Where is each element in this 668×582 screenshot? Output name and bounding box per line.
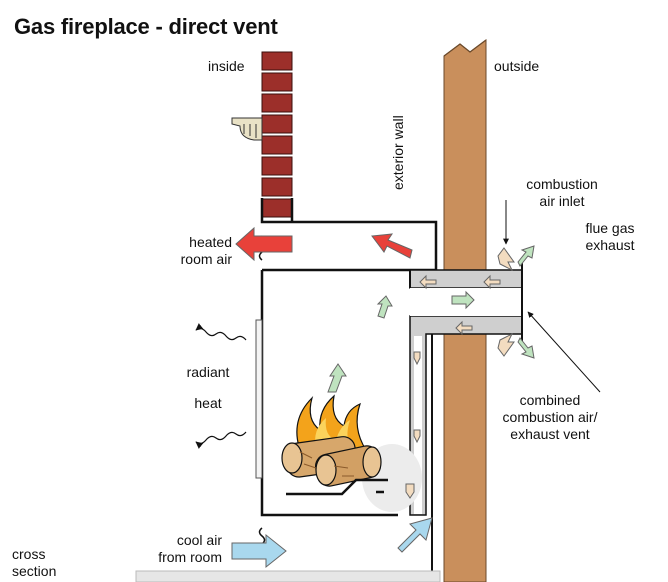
combustion-air-inlet-line2: air inlet [539,193,585,209]
combustion-air-inlet-line1: combustion [526,176,598,192]
radiant-heat-line2: heat [194,395,222,411]
flue-gas-exhaust-label: flue gas exhaust [570,220,650,254]
inside-label: inside [208,58,245,74]
cross-section-line2: section [12,563,57,579]
radiant-heat-line1: radiant [186,364,230,380]
brick [261,156,293,176]
flue-gas-exhaust-line1: flue gas [585,220,635,236]
rising-heat-arrow [371,233,413,259]
cool-air-label: cool air from room [148,532,222,566]
brick [261,135,293,155]
flue-gas-exhaust-line2: exhaust [585,237,635,253]
glass-door [255,319,263,479]
heated-room-air-line2: room air [180,251,232,267]
vent-leader-lines [503,200,601,393]
exhaust-out-bottom [517,337,535,359]
logs [281,436,382,487]
cross-section-label: cross section [12,546,56,580]
page-title: Gas fireplace - direct vent [14,14,278,39]
combined-vent-line3: exhaust vent [510,426,590,442]
heated-room-air-label: heated room air [170,234,232,268]
flow-arrows [231,226,535,569]
cool-air-up-arrow [397,517,433,553]
exhaust-arrow-1 [327,363,347,393]
outside-label: outside [494,58,540,74]
log-grate [286,478,388,496]
combined-vent-line1: combined [519,392,581,408]
exhaust-arrow-3 [451,290,475,310]
heated-room-air-line1: heated [189,234,232,250]
cross-section-line1: cross [12,546,46,562]
combined-vent-line2: combustion air/ [502,409,598,425]
brick-column [261,51,293,218]
brick [261,51,293,71]
radiant-heat-label: radiant heat [176,364,240,412]
cool-air-arrow [231,533,287,569]
exhaust-out-top [517,245,535,267]
combustion-air-inlet-label: combustion air inlet [512,176,612,210]
cool-air-line2: from room [158,549,222,565]
radiant-heat-waves [195,323,247,449]
hearth-slab [135,570,441,582]
inlet-arrow-bottom [497,332,515,357]
brick [261,114,293,134]
inlet-arrow-top [497,247,515,272]
cool-air-line1: cool air [176,532,222,548]
mantel-bracket [231,117,263,141]
brick [261,93,293,113]
exhaust-arrow-2 [376,295,393,319]
combined-vent-label: combined combustion air/ exhaust vent [488,392,612,443]
heated-air-arrow [235,226,293,262]
brick [261,177,293,197]
brick [261,72,293,92]
brick [261,198,293,218]
exterior-wall-label: exterior wall [390,115,406,190]
